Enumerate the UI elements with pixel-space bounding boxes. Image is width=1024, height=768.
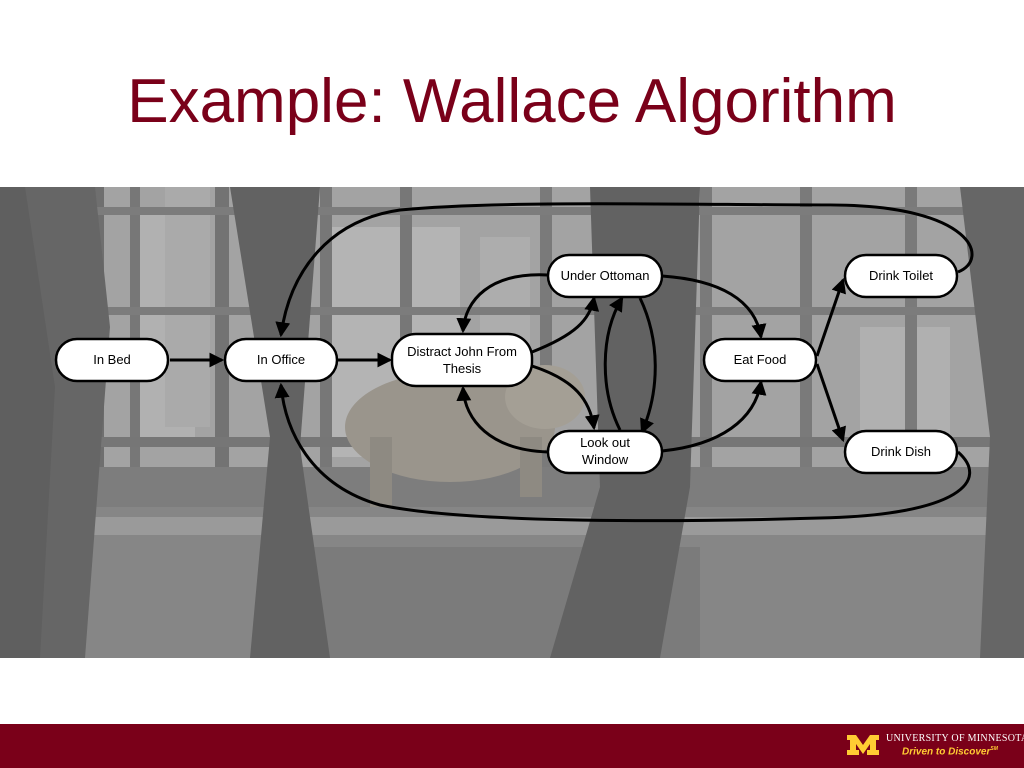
university-tagline: Driven to DiscoverSM xyxy=(902,746,998,757)
edge-eat-food-to-drink-dish xyxy=(815,363,846,443)
node-in-office-label: In Office xyxy=(257,352,305,367)
edge-drink-dish-to-in-office xyxy=(274,382,972,523)
node-in-office[interactable]: In Office xyxy=(223,337,339,383)
edge-distract-to-look-out xyxy=(531,364,600,431)
tagline-service-mark: SM xyxy=(990,746,998,752)
node-in-bed-label: In Bed xyxy=(93,352,131,367)
edge-look-out-to-distract xyxy=(456,385,549,454)
edge-eat-food-to-drink-toilet xyxy=(815,277,846,357)
tagline-text: Driven to Discover xyxy=(902,746,991,758)
node-under-ottoman[interactable]: Under Ottoman xyxy=(546,253,664,299)
node-eat-food-label: Eat Food xyxy=(734,352,787,367)
slide-title: Example: Wallace Algorithm xyxy=(127,67,897,136)
node-distract-label-line-2: Thesis xyxy=(443,361,482,376)
edge-under-ottoman-to-eat-food xyxy=(661,274,767,340)
university-m-logo-icon xyxy=(847,735,879,755)
node-drink-toilet[interactable]: Drink Toilet xyxy=(843,253,959,299)
edge-distract-to-under-ottoman xyxy=(531,295,600,354)
node-eat-food[interactable]: Eat Food xyxy=(702,337,818,383)
node-look-out-label-line-2: Window xyxy=(582,452,629,467)
edge-look-out-to-under-ottoman xyxy=(603,296,624,431)
node-in-bed[interactable]: In Bed xyxy=(54,337,170,383)
node-drink-dish-label: Drink Dish xyxy=(871,444,931,459)
edge-drink-toilet-to-in-office xyxy=(275,202,974,338)
edge-look-out-to-eat-food xyxy=(661,379,767,453)
university-name: UNIVERSITY OF MINNESOTA xyxy=(886,733,1024,744)
node-look-out-label-line-1: Look out xyxy=(580,435,630,450)
node-drink-toilet-label: Drink Toilet xyxy=(869,268,933,283)
node-distract-john-from-thesis[interactable]: Distract John From Thesis xyxy=(390,332,534,388)
edge-under-ottoman-to-distract xyxy=(456,273,549,334)
node-look-out-window[interactable]: Look out Window xyxy=(546,429,664,475)
node-drink-dish[interactable]: Drink Dish xyxy=(843,429,959,475)
node-distract-label-line-1: Distract John From xyxy=(407,344,517,359)
node-under-ottoman-label: Under Ottoman xyxy=(561,268,650,283)
edge-under-ottoman-to-look-out xyxy=(638,297,657,435)
